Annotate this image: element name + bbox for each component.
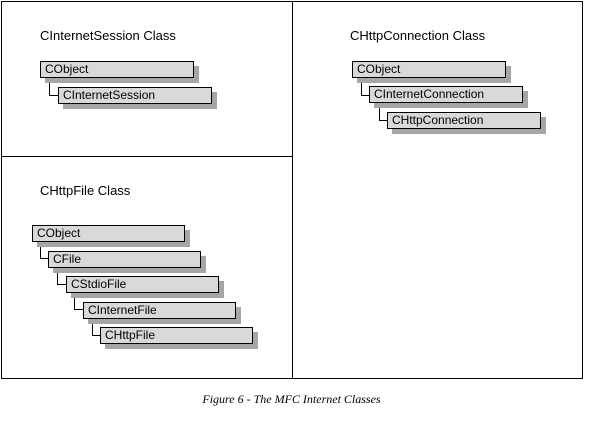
class-box-cinternetconnection: CInternetConnection (369, 86, 523, 103)
figure-caption: Figure 6 - The MFC Internet Classes (202, 392, 381, 406)
class-box-cinternetsession: CInternetSession (58, 87, 212, 104)
class-box-cfile: CFile (48, 251, 201, 268)
inheritance-connector (92, 319, 102, 336)
class-box-cobject: CObject (352, 61, 506, 78)
inheritance-connector (57, 268, 67, 285)
class-box-cobject: CObject (40, 61, 194, 78)
inheritance-connector (361, 78, 371, 96)
inheritance-connector (379, 104, 389, 121)
class-box-cinternetfile: CInternetFile (83, 302, 236, 319)
inheritance-connector (40, 242, 49, 259)
inheritance-connector (74, 293, 85, 310)
inheritance-connector (49, 78, 60, 96)
panel-title-http-file: CHttpFile Class (40, 183, 131, 198)
panel-title-internet-session: CInternetSession Class (40, 28, 176, 43)
panel-divider-vertical (292, 1, 293, 379)
panel-title-http-connection: CHttpConnection Class (350, 28, 486, 43)
class-box-cobject: CObject (32, 225, 185, 242)
class-box-chttpconnection: CHttpConnection (387, 112, 541, 129)
class-box-chttpfile: CHttpFile (100, 327, 253, 344)
panel-divider-horizontal (1, 156, 293, 157)
class-box-cstdiofile: CStdioFile (66, 276, 219, 293)
